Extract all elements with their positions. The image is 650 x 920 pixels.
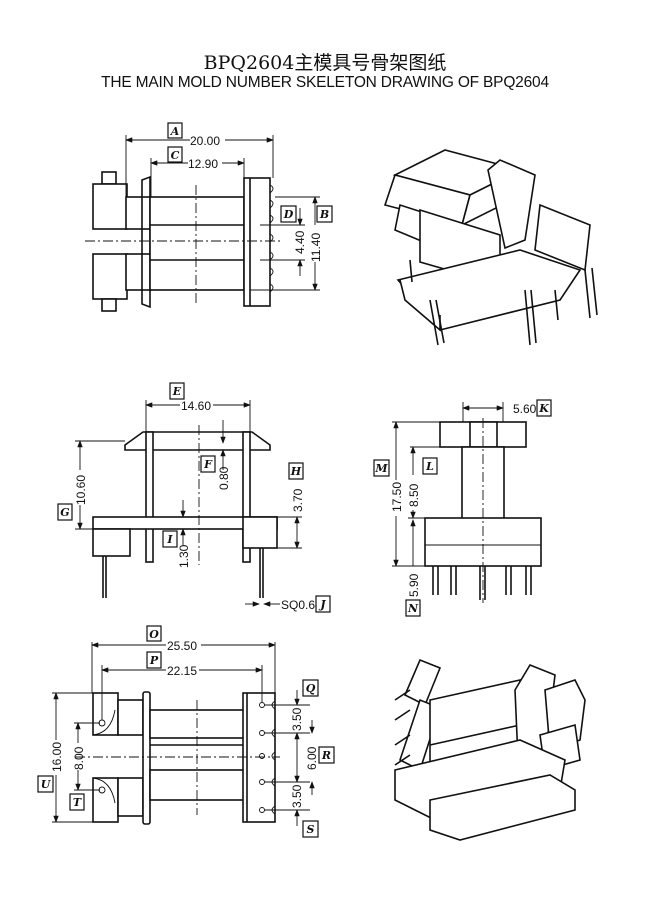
dim-a-value: 20.00	[190, 134, 220, 148]
dim-s-label: S	[307, 823, 315, 836]
dim-l-value: 8.50	[407, 483, 421, 507]
dim-g-label: G	[60, 506, 69, 519]
dim-g-value: 10.60	[74, 475, 88, 505]
dim-k-value: 5.60	[513, 402, 537, 416]
dim-f-value: 0.80	[217, 466, 231, 490]
bottom-view: 25.50 O 22.15 P 16.00 U 8.00 T 3.50 6.00…	[37, 625, 335, 838]
dim-j-label: J	[318, 598, 326, 611]
dim-b-value: 11.40	[309, 233, 323, 262]
dim-n-label: N	[407, 602, 419, 615]
dim-d-value: 4.40	[293, 230, 307, 254]
dim-o-value: 25.50	[167, 639, 197, 653]
dim-p-value: 22.15	[167, 664, 197, 678]
dim-n-value: 5.90	[407, 573, 421, 597]
dim-c-value: 12.90	[188, 157, 218, 171]
dim-r-value: 6.00	[305, 746, 319, 770]
dim-t-label: T	[73, 796, 82, 809]
dim-e-label: E	[172, 385, 182, 398]
dim-m-value: 17.50	[390, 482, 404, 512]
dim-q-value: 3.50	[290, 707, 304, 731]
dim-f-label: F	[203, 458, 213, 471]
isometric-view-top	[383, 149, 598, 346]
dim-t-value: 8.00	[72, 746, 86, 770]
dim-u-value: 16.00	[50, 742, 64, 772]
dim-u-label: U	[41, 778, 52, 791]
dim-s-value: 3.50	[290, 784, 304, 808]
dim-e-value: 14.60	[181, 399, 211, 413]
isometric-view-bottom	[394, 658, 586, 841]
dim-q-label: Q	[306, 682, 316, 695]
dim-o-label: O	[149, 628, 159, 641]
dim-h-label: H	[290, 465, 302, 478]
dim-c-label: C	[171, 149, 180, 162]
drawing-title-chinese: BPQ2604主模具号骨架图纸	[203, 52, 447, 74]
dim-p-label: P	[149, 654, 159, 667]
dim-l-label: L	[425, 460, 434, 473]
front-view: 5.60 K 17.50 M 8.50 L 5.90 N	[373, 399, 552, 617]
dim-b-label: B	[319, 208, 329, 221]
dim-i-value: 1.30	[177, 544, 191, 568]
dim-a-label: A	[170, 125, 180, 138]
dim-m-label: M	[374, 462, 388, 475]
dim-i-label: I	[166, 533, 173, 546]
top-view: 20.00 A 12.90 C 11.40 B 4.40 D	[85, 122, 333, 312]
dim-r-label: R	[321, 749, 331, 762]
dim-k-label: K	[538, 402, 549, 415]
dim-d-label: D	[283, 208, 294, 221]
dim-h-value: 3.70	[291, 488, 305, 512]
side-view: 14.60 E 0.80 F 10.60 G 3.70 H 1.30 I SQ0…	[57, 382, 331, 613]
drawing-title-english: THE MAIN MOLD NUMBER SKELETON DRAWING OF…	[101, 74, 549, 91]
dim-j-value: SQ0.64	[281, 598, 322, 612]
